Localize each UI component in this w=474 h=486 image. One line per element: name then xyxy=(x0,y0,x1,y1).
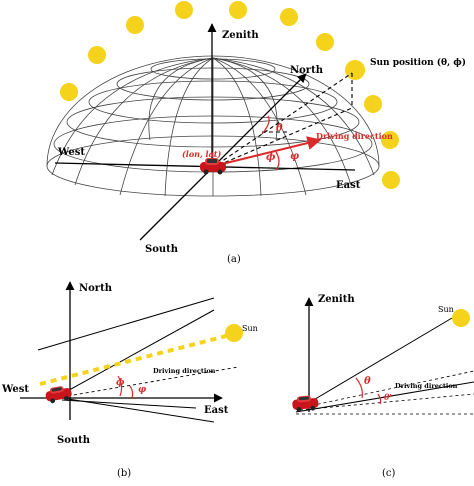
caption-c: (c) xyxy=(382,468,396,479)
phi-prime-symbol: φ xyxy=(290,151,299,162)
sun-geometry-a xyxy=(211,72,353,169)
theta-angle-arc xyxy=(261,115,270,135)
driving-direction-line-c xyxy=(299,393,474,411)
zenith-label: Zenith xyxy=(222,30,259,41)
panel-a: Zenith North West East South Sun positio… xyxy=(46,1,466,265)
theta-angle-arc-c xyxy=(355,377,363,399)
lon-lat-label: (lon, lat) xyxy=(182,149,221,159)
sun-label-c: Sun xyxy=(438,305,454,314)
driving-direction-label-c: Driving direction xyxy=(395,382,458,390)
sun-icon xyxy=(345,60,365,80)
sun-icon xyxy=(229,1,247,19)
sun-icon xyxy=(88,46,106,64)
sun-icon xyxy=(382,171,400,189)
south-north-axis xyxy=(139,73,307,241)
panel-b: North West East South Sun Driving direct… xyxy=(1,281,258,479)
east-label: East xyxy=(336,180,361,191)
car-icon xyxy=(45,386,72,404)
sun-ray-b xyxy=(39,334,227,386)
east-label-b: East xyxy=(204,405,229,416)
car-icon xyxy=(200,158,226,175)
theta-symbol-c: θ xyxy=(364,376,371,387)
caption-a: (a) xyxy=(227,254,241,265)
phi-prime-symbol-b: φ xyxy=(138,385,147,395)
theta-prime-symbol-c: θ' xyxy=(384,392,392,402)
sun-icon xyxy=(225,324,243,342)
sun-icon xyxy=(452,309,470,327)
sun-icon xyxy=(381,131,399,149)
phi-symbol-b: ϕ xyxy=(116,378,125,388)
north-label-b: North xyxy=(79,283,113,294)
phi-angle-arc xyxy=(275,151,280,171)
driving-direction-arrow xyxy=(213,136,322,167)
phi-prime-angle-arc-b xyxy=(129,385,134,399)
driving-direction-label-b: Driving direction xyxy=(153,367,216,375)
west-label-b: West xyxy=(1,384,29,395)
sun-label-b: Sun xyxy=(242,324,258,333)
sun-position-label: Sun position (θ, ϕ) xyxy=(370,57,466,68)
reference-lines-b xyxy=(37,297,215,423)
south-label: South xyxy=(145,244,179,255)
sun-icon xyxy=(60,83,78,101)
sun-icon xyxy=(316,33,334,51)
south-label-b: South xyxy=(57,435,91,446)
driving-direction-label: Driving direction xyxy=(316,131,393,141)
phi-angle-arc-b xyxy=(117,375,123,397)
sun-icon xyxy=(175,1,193,19)
panel-c: Zenith Sun Driving direction θ θ' (c) xyxy=(292,294,474,479)
sun-icon xyxy=(364,95,382,113)
car-icon xyxy=(292,395,319,412)
zenith-label-c: Zenith xyxy=(318,294,355,305)
hemisphere-wireframe xyxy=(46,55,380,197)
north-label: North xyxy=(290,65,324,76)
sun-icon xyxy=(280,8,298,26)
phi-symbol: ϕ xyxy=(266,152,276,163)
caption-b: (b) xyxy=(117,468,131,479)
theta-symbol: θ xyxy=(276,123,283,134)
sun-arc-a xyxy=(60,1,400,189)
sun-icon xyxy=(126,16,144,34)
theta-prime-angle-arc-c xyxy=(377,393,382,405)
west-label: West xyxy=(57,147,85,158)
sun-ray-c xyxy=(299,317,453,409)
horizon-line-c xyxy=(295,381,474,413)
